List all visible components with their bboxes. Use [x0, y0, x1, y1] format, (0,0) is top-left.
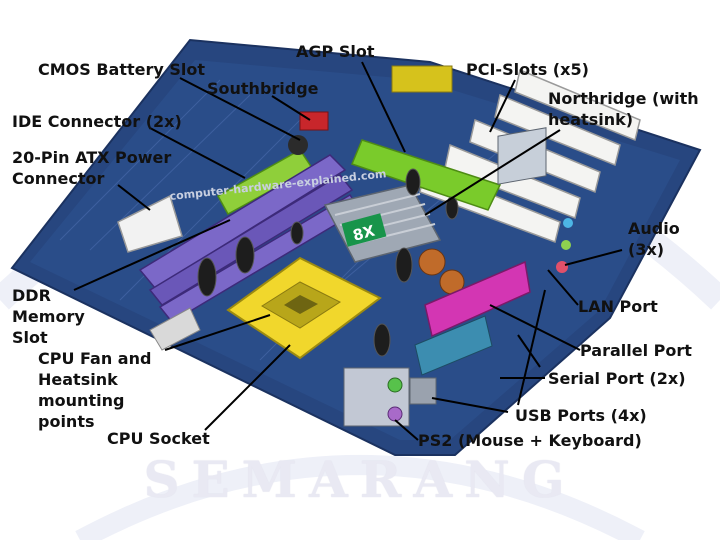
label-agp-slot: AGP Slot — [296, 41, 374, 62]
label-cpu-socket: CPU Socket — [107, 428, 210, 449]
label-atx-power: 20-Pin ATX Power Connector — [12, 147, 202, 189]
label-cmos-battery-slot: CMOS Battery Slot — [38, 59, 205, 80]
southbridge-chip — [300, 112, 328, 130]
label-pci-slots: PCI-Slots (x5) — [466, 59, 589, 80]
label-southbridge: Southbridge — [207, 78, 319, 99]
label-ps2: PS2 (Mouse + Keyboard) — [418, 430, 642, 451]
label-usb-ports: USB Ports (4x) — [515, 405, 647, 426]
label-audio: Audio (3x) — [628, 218, 708, 260]
label-ide-connector: IDE Connector (2x) — [12, 111, 182, 132]
label-serial-port: Serial Port (2x) — [548, 368, 686, 389]
label-ddr-memory: DDR Memory Slot — [12, 285, 100, 348]
yellow-connector — [392, 66, 452, 92]
label-northridge: Northridge (with heatsink) — [548, 88, 718, 130]
label-parallel-port: Parallel Port — [580, 340, 692, 361]
watermark-text: SEMARANG — [0, 450, 720, 509]
label-lan-port: LAN Port — [578, 296, 658, 317]
label-cpu-fan: CPU Fan and Heatsink mounting points — [38, 348, 173, 432]
